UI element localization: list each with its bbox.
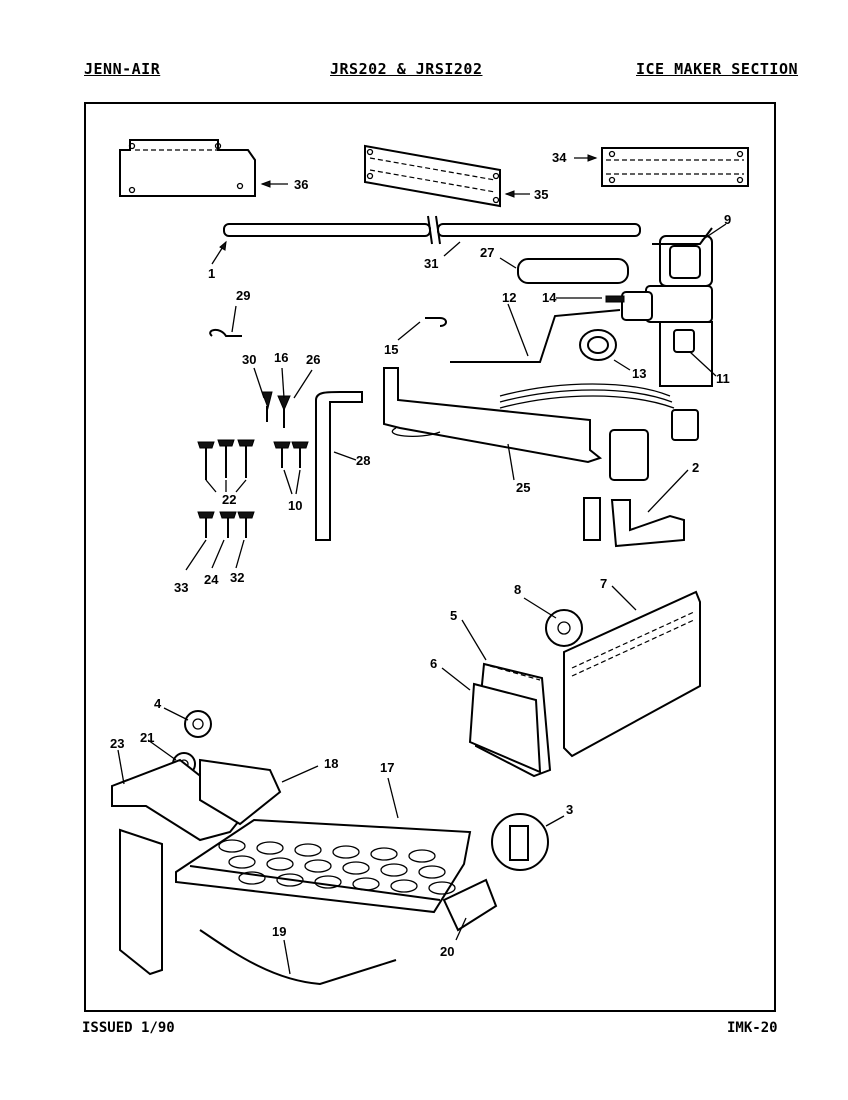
- part-25-mold-heater: [383, 367, 699, 541]
- tray-cup: [390, 879, 418, 893]
- tray-cup: [370, 847, 398, 861]
- callout-20: 20: [440, 944, 454, 959]
- callout-8: 8: [514, 582, 521, 597]
- callout-26: 26: [306, 352, 320, 367]
- part-27-hose: [517, 258, 629, 284]
- callout-11: 11: [716, 371, 730, 386]
- part-34-plate: [601, 147, 749, 187]
- diagram-frame: [84, 102, 776, 1012]
- tray-cup: [352, 877, 380, 891]
- callout-6: 6: [430, 656, 437, 671]
- part-12-fill-tube: [450, 309, 621, 363]
- callout-35: 35: [534, 187, 548, 202]
- part-8-switch: [545, 609, 583, 647]
- callout-10: 10: [288, 498, 302, 513]
- tray-cup: [218, 839, 246, 853]
- section-title: ICE MAKER SECTION: [636, 60, 799, 78]
- callout-3: 3: [566, 802, 573, 817]
- callout-14: 14: [542, 290, 557, 305]
- tray-cup: [332, 845, 360, 859]
- callout-5: 5: [450, 608, 457, 623]
- callout-25: 25: [516, 480, 530, 495]
- tray-cup: [238, 871, 266, 885]
- part-30-16-26-screws: [261, 391, 291, 428]
- part-22-screws: [197, 439, 255, 480]
- callout-18: 18: [324, 756, 338, 771]
- callout-13: 13: [632, 366, 646, 381]
- callout-9: 9: [724, 212, 731, 227]
- callout-19: 19: [272, 924, 286, 939]
- callout-21: 21: [140, 730, 154, 745]
- callout-15: 15: [384, 342, 398, 357]
- callout-4: 4: [154, 696, 162, 711]
- part-19-shutoff-arm: [199, 929, 397, 986]
- tray-cup: [408, 849, 436, 863]
- tray-cup: [256, 841, 284, 855]
- tray-cup: [342, 861, 370, 875]
- leader-lines: [117, 154, 727, 975]
- part-33-24-32-screws: [197, 511, 255, 538]
- tray-cup: [276, 873, 304, 887]
- callout-2: 2: [692, 460, 699, 475]
- model-numbers: JRS202 & JRSI202: [330, 60, 483, 78]
- callout-29: 29: [236, 288, 250, 303]
- callout-32: 32: [230, 570, 244, 585]
- callout-24: 24: [204, 572, 219, 587]
- part-2-bracket: [610, 499, 685, 548]
- tray-cup: [314, 875, 342, 889]
- tray-cup: [294, 843, 322, 857]
- part-13-grommet: [579, 329, 617, 361]
- callout-7: 7: [600, 576, 607, 591]
- callout-27: 27: [480, 245, 494, 260]
- part-36-bracket: [119, 139, 256, 197]
- part-10-screws: [273, 441, 309, 468]
- part-29-clip: [209, 329, 242, 337]
- callout-labels: 36 35 34 1 31 27 9 11 14 12 13 29 15 30 …: [110, 150, 731, 959]
- tray-cup: [266, 857, 294, 871]
- part-7-control-housing: [563, 590, 701, 758]
- part-9-water-valve: [605, 227, 713, 387]
- part-28-tube: [315, 391, 363, 541]
- tray-cup: [418, 865, 446, 879]
- callout-1: 1: [208, 266, 215, 281]
- callout-23: 23: [110, 736, 124, 751]
- part-5-6-module: [468, 662, 552, 778]
- callout-34: 34: [552, 150, 567, 165]
- part-35-plate: [364, 144, 501, 208]
- tray-cup: [228, 855, 256, 869]
- callout-12: 12: [502, 290, 516, 305]
- callout-22: 22: [222, 492, 236, 507]
- callout-33: 33: [174, 580, 188, 595]
- issued-date: ISSUED 1/90: [82, 1020, 175, 1036]
- callout-30: 30: [242, 352, 256, 367]
- part-20-3-bearing: [442, 813, 549, 932]
- part-15-pin: [425, 317, 447, 327]
- callout-36: 36: [294, 177, 308, 192]
- callout-16: 16: [274, 350, 288, 365]
- part-23-18-frame-cover: [111, 758, 282, 976]
- brand-label: JENN-AIR: [84, 60, 161, 78]
- tray-cup: [428, 881, 456, 895]
- tray-cups: [218, 839, 456, 895]
- callout-17: 17: [380, 760, 394, 775]
- part-17-ice-tray: [175, 818, 472, 914]
- callout-28: 28: [356, 453, 370, 468]
- page-code: IMK-20: [727, 1020, 778, 1036]
- tray-cup: [304, 859, 332, 873]
- tray-cup: [380, 863, 408, 877]
- callout-31: 31: [424, 256, 438, 271]
- part-1-31-tube: [223, 215, 641, 245]
